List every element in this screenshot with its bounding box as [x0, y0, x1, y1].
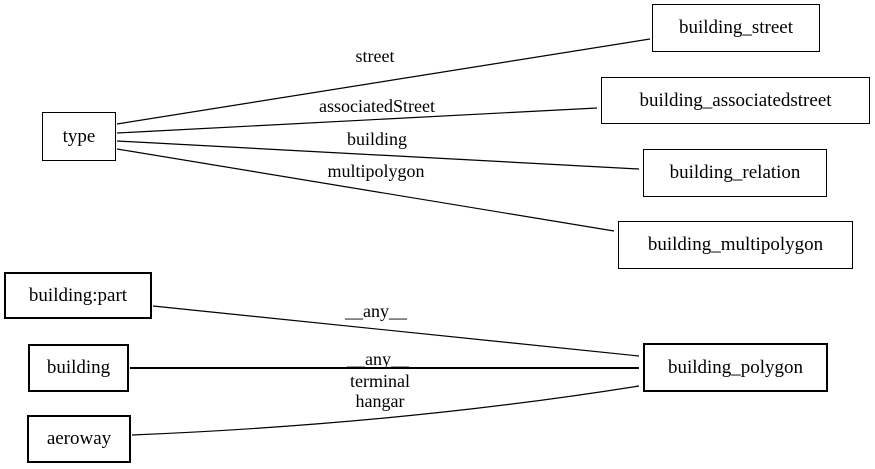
node-building-part-label: building:part [28, 284, 128, 306]
edge-type-building-multipolygon [116, 148, 615, 232]
edge-type-building-associatedstreet [116, 107, 598, 134]
edge-type-building-relation [116, 140, 640, 170]
node-building-multipolygon-label: building_multipolygon [647, 234, 824, 255]
node-building-street: building_street [652, 4, 820, 52]
node-type-label: type [62, 125, 96, 147]
node-building-part: building:part [4, 272, 152, 319]
node-building: building [28, 344, 129, 392]
node-building-associatedstreet-label: building_associatedstreet [639, 89, 832, 111]
node-aeroway: aeroway [27, 415, 131, 463]
node-building-street-label: building_street [679, 17, 793, 38]
node-aeroway-label: aeroway [46, 428, 112, 449]
node-building-label: building [46, 357, 111, 378]
node-building-polygon: building_polygon [643, 343, 828, 392]
edge-type-building-street [116, 38, 651, 125]
node-building-relation: building_relation [643, 149, 827, 197]
edge-label-terminal-hangar: terminal hangar [350, 371, 410, 411]
edge-label-any-building-part: __any__ [345, 301, 407, 322]
edge-label-any-building: __any__ [347, 349, 409, 370]
node-building-associatedstreet: building_associatedstreet [601, 77, 870, 124]
edge-label-street: street [355, 46, 395, 67]
edge-label-multipolygon: multipolygon [327, 161, 425, 182]
edge-building-part-building-polygon [152, 305, 640, 357]
edge-label-associatedstreet: associatedStreet [319, 96, 435, 117]
node-type: type [42, 112, 116, 161]
edge-label-building: building [346, 129, 408, 150]
node-building-polygon-label: building_polygon [667, 356, 804, 378]
node-building-multipolygon: building_multipolygon [618, 221, 853, 269]
node-building-relation-label: building_relation [669, 162, 801, 183]
edge-aeroway-building-polygon [131, 385, 640, 436]
